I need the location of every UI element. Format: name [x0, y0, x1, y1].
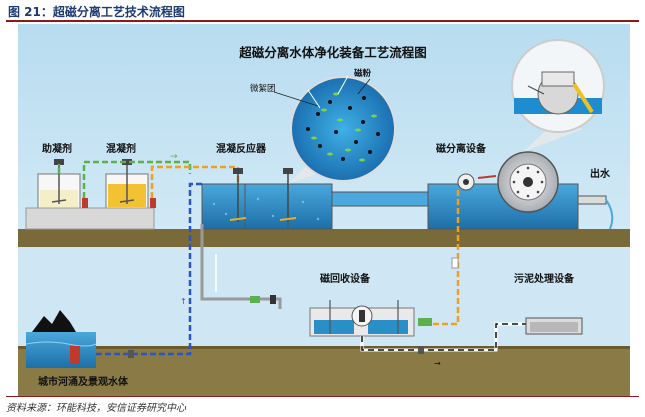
- separator-label: 磁分离设备: [436, 142, 487, 155]
- footer-divider: [6, 396, 639, 397]
- dosing-pump-1: [82, 198, 88, 208]
- process-diagram-svg: 超磁分离水体净化装备工艺流程图 助凝剂 混凝剂 →: [18, 24, 630, 396]
- title-divider: [6, 20, 639, 22]
- magnetic-recovery-equipment: [309, 300, 415, 337]
- magnetic-separator: [427, 151, 579, 230]
- ground-upper: [18, 229, 630, 247]
- flow-arrow-green: →: [170, 152, 178, 162]
- recovery-label: 磁回收设备: [320, 272, 371, 285]
- outlet-stream: [605, 199, 614, 230]
- river-water-source: [25, 310, 97, 368]
- dosing-platform: [25, 207, 155, 230]
- floc-label: 微絮团: [250, 83, 276, 94]
- figure-title: 图 21：超磁分离工艺技术流程图: [8, 5, 185, 19]
- process-diagram: 超磁分离水体净化装备工艺流程图 助凝剂 混凝剂 →: [18, 24, 630, 396]
- coagulant-tank: [37, 159, 81, 209]
- floc-magnifier: [288, 75, 396, 184]
- flow-channel: [331, 191, 433, 207]
- flocculant-label: 混凝剂: [106, 142, 136, 155]
- recovery-pump: [250, 296, 260, 303]
- svg-text:→: →: [434, 359, 441, 368]
- recovery-outlet-pump: [418, 318, 432, 326]
- separator-magnifier: [511, 39, 605, 152]
- outlet-label: 出水: [590, 167, 611, 180]
- diagram-heading: 超磁分离水体净化装备工艺流程图: [238, 45, 427, 60]
- reactor-label: 混凝反应器: [216, 142, 267, 155]
- flocculant-tank: [105, 159, 149, 209]
- reactor-to-recovery-pipe: [200, 224, 282, 309]
- sludge-label: 污泥处理设备: [514, 272, 575, 285]
- source-water-label: 城市河涌及景观水体: [38, 375, 129, 388]
- sludge-pipe-dashed: [361, 323, 526, 351]
- outlet-pipe: [577, 195, 607, 205]
- inflow-arrow: ↑: [180, 297, 187, 306]
- coagulant-label: 助凝剂: [42, 142, 72, 155]
- figure-source: 资料来源：环能科技，安信证券研究中心: [6, 403, 186, 414]
- magnetic-powder-label: 磁粉: [354, 68, 372, 79]
- coagulation-reactor: [201, 168, 333, 230]
- flocculant-pipe: [150, 165, 240, 198]
- dosing-pump-2: [150, 198, 156, 208]
